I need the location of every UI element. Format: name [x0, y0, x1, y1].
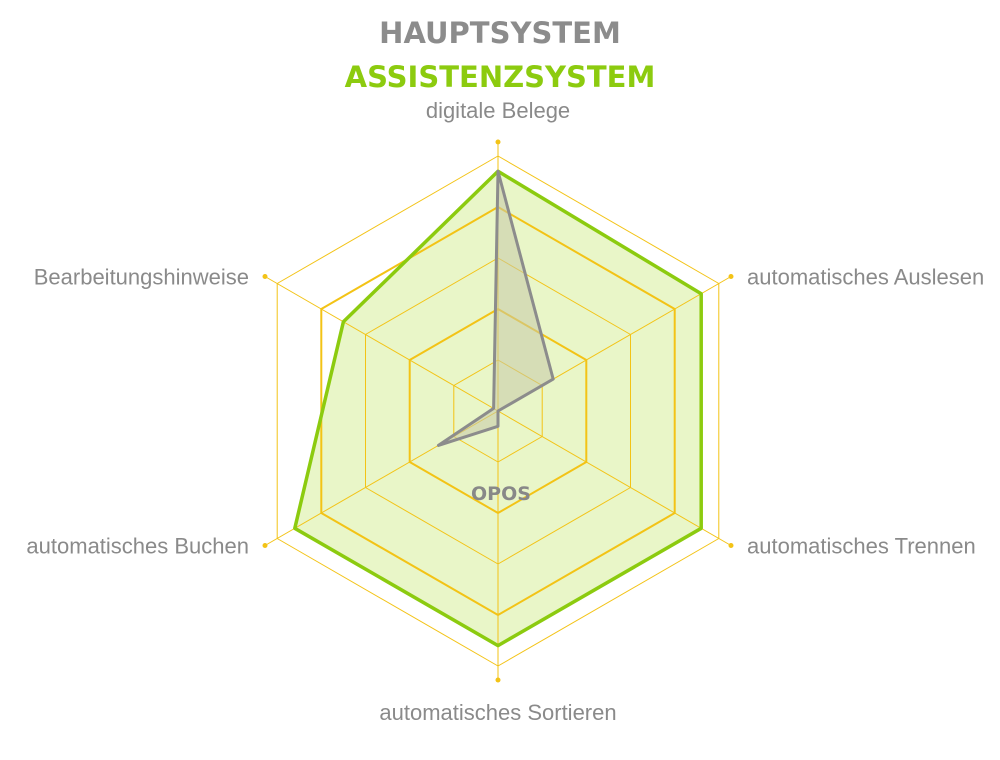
center-label: OPOS — [471, 483, 531, 505]
axis-end-dot-1 — [728, 274, 734, 279]
legend-hauptsystem: HAUPTSYSTEM — [379, 16, 621, 50]
axis-line-5 — [264, 276, 499, 412]
axis-label-3: automatisches Sortieren — [379, 700, 616, 725]
axis-label-2: automatisches Trennen — [747, 534, 976, 559]
axis-label-1: automatisches Auslesen — [747, 265, 984, 290]
axis-end-dot-3 — [495, 677, 501, 683]
axis-label-0: digitale Belege — [426, 98, 570, 123]
axis-line-2 — [497, 410, 732, 546]
axis-end-dot-0 — [495, 139, 501, 145]
axis-end-dot-2 — [728, 543, 734, 548]
axis-label-4: automatisches Buchen — [26, 534, 249, 559]
axis-end-dot-5 — [262, 274, 268, 279]
axis-label-5: Bearbeitungshinweise — [34, 265, 249, 290]
axis-end-dot-4 — [262, 543, 268, 548]
legend-assistenzsystem: ASSISTENZSYSTEM — [344, 60, 656, 94]
series-hauptsystem — [436, 169, 555, 447]
series-assistenzsystem-line — [293, 169, 703, 648]
